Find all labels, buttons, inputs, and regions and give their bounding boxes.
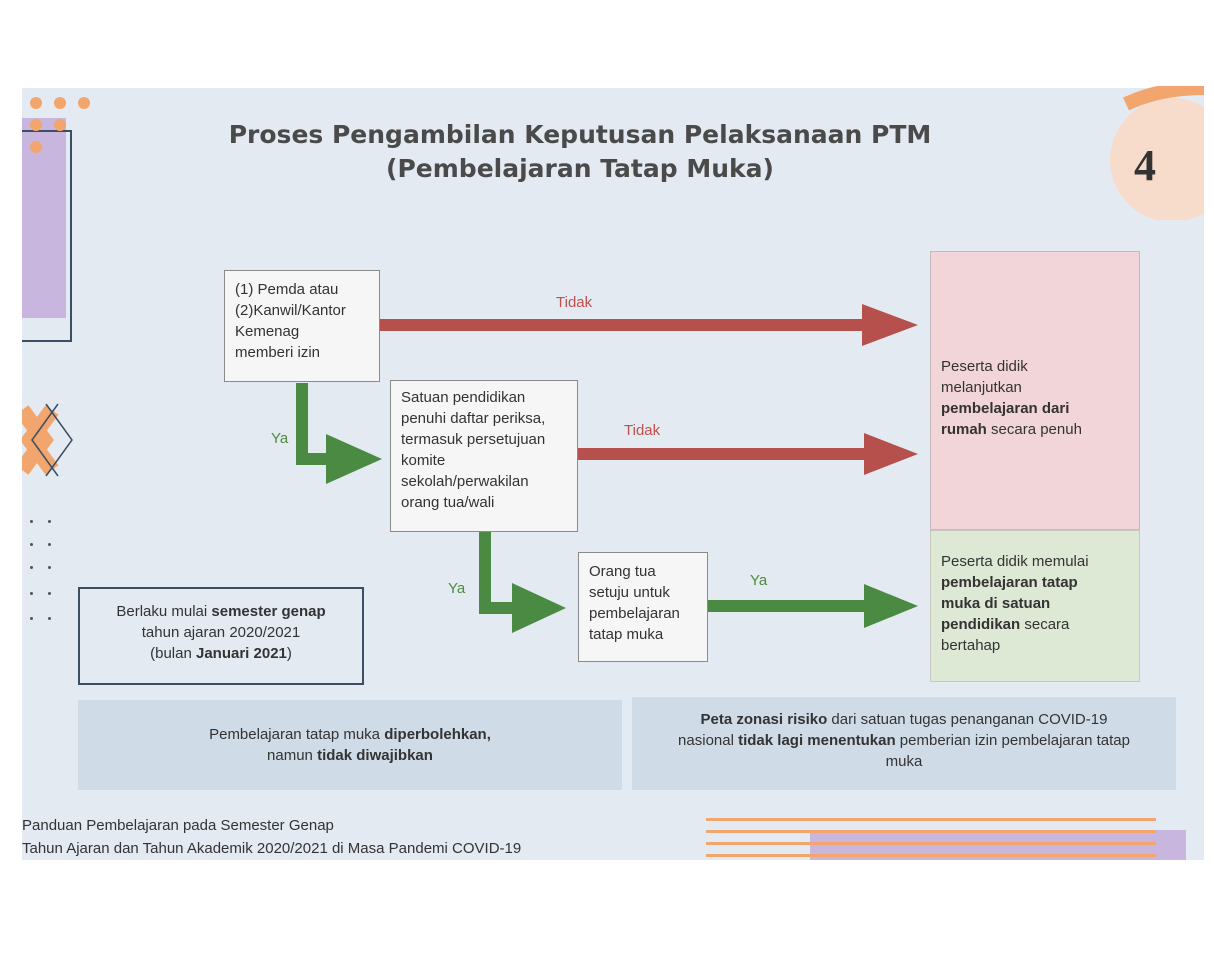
title-line-2: (Pembelajaran Tatap Muka) [386, 154, 774, 183]
decorative-purple-bar [22, 118, 66, 318]
decorative-frame [22, 130, 72, 342]
banner-risk-zoning: Peta zonasi risiko dari satuan tugas pen… [632, 697, 1176, 790]
footer-line-1: Panduan Pembelajaran pada Semester Genap [22, 817, 334, 834]
effective-date-note: Berlaku mulai semester genap tahun ajara… [78, 587, 364, 685]
step-box-parent-consent: Orang tua setuju untuk pembelajaran tata… [578, 552, 708, 662]
step-box-permission: (1) Pemda atau (2)Kanwil/Kantor Kemenag … [224, 270, 380, 382]
no-arrow-2 [578, 433, 918, 475]
yes-label-2: Ya [448, 580, 466, 597]
outcome-face-to-face: Peserta didik memulai pembelajaran tatap… [930, 530, 1140, 682]
title-line-1: Proses Pengambilan Keputusan Pelaksanaan… [228, 120, 932, 149]
yes-label-3: Ya [750, 572, 768, 589]
page-number-badge [1110, 86, 1204, 220]
page-title: Proses Pengambilan Keputusan Pelaksanaan… [200, 118, 960, 186]
page-number: 4 [1134, 141, 1156, 190]
yes-arrow-3 [706, 584, 918, 628]
footer-text: Panduan Pembelajaran pada Semester Genap… [22, 814, 521, 860]
outcome-home-learning: Peserta didik melanjutkan pembelajaran d… [930, 251, 1140, 530]
no-label-1: Tidak [556, 294, 593, 311]
step-box-checklist: Satuan pendidikan penuhi daftar periksa,… [390, 380, 578, 532]
decorative-cross-icon [22, 403, 73, 477]
no-label-2: Tidak [624, 422, 661, 439]
yes-arrow-2 [479, 532, 566, 633]
yes-arrow-1 [296, 383, 382, 484]
banner-face-to-face-allowed: Pembelajaran tatap muka diperbolehkan, n… [78, 700, 622, 790]
no-arrow-1 [380, 304, 918, 346]
footer-line-2: Tahun Ajaran dan Tahun Akademik 2020/202… [22, 840, 522, 857]
yes-label-1: Ya [271, 430, 289, 447]
